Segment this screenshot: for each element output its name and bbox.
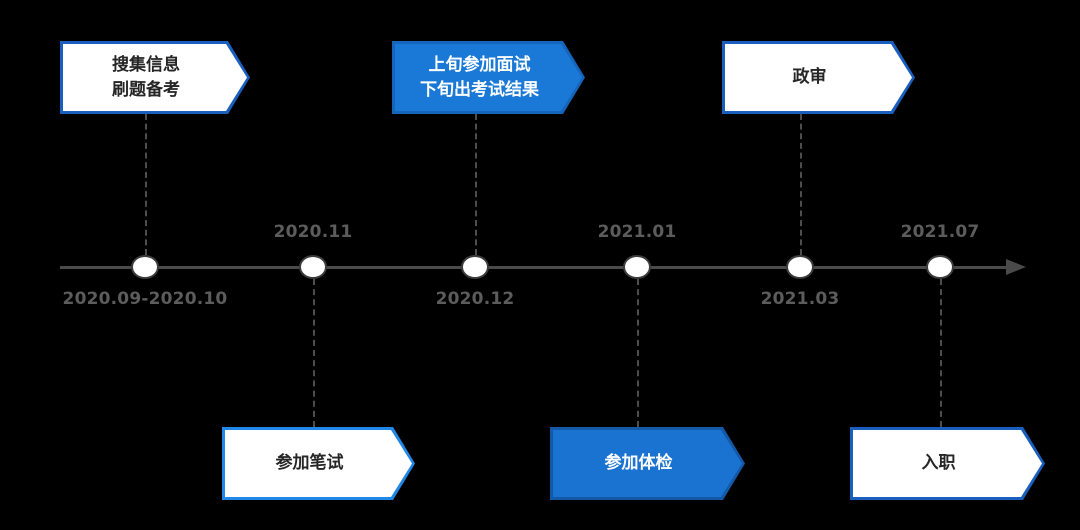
- connector-s1: [145, 114, 147, 255]
- process-step-label: 参加笔试: [275, 453, 344, 474]
- process-step-onboarding-inner: 入职: [853, 430, 1042, 497]
- arrow-right-icon: [1006, 259, 1026, 275]
- date-label-m4: 2021.01: [597, 222, 677, 242]
- connector-s5: [800, 114, 802, 255]
- date-label-m2: 2020.11: [273, 222, 353, 242]
- timeline-dot-m6[interactable]: [926, 255, 954, 279]
- connector-s4: [637, 279, 639, 427]
- process-step-search-info-inner: 搜集信息 刷题备考: [63, 44, 247, 111]
- process-step-label: 入职: [921, 453, 956, 474]
- process-step-label: 参加体检: [604, 453, 673, 474]
- connector-s2: [313, 279, 315, 427]
- process-step-written-exam-inner: 参加笔试: [225, 430, 412, 497]
- date-label-m1: 2020.09-2020.10: [62, 289, 228, 309]
- process-step-political-review-inner: 政审: [725, 44, 912, 111]
- timeline-dot-m4[interactable]: [623, 255, 651, 279]
- process-step-label: 政审: [792, 67, 827, 88]
- timeline-dot-m1[interactable]: [131, 255, 159, 279]
- date-label-m5: 2021.03: [760, 289, 840, 309]
- timeline-dot-m5[interactable]: [786, 255, 814, 279]
- process-step-search-info[interactable]: 搜集信息 刷题备考: [60, 41, 250, 114]
- timeline-dot-m2[interactable]: [299, 255, 327, 279]
- date-label-m3: 2020.12: [435, 289, 515, 309]
- process-step-medical-exam[interactable]: 参加体检: [550, 427, 745, 500]
- process-step-political-review[interactable]: 政审: [722, 41, 915, 114]
- process-step-label: 搜集信息 刷题备考: [112, 54, 180, 100]
- timeline-dot-m3[interactable]: [461, 255, 489, 279]
- process-step-interview-inner: 上旬参加面试 下旬出考试结果: [395, 44, 582, 111]
- process-step-written-exam[interactable]: 参加笔试: [222, 427, 415, 500]
- timeline-axis-line: [60, 266, 1012, 269]
- process-step-onboarding[interactable]: 入职: [850, 427, 1045, 500]
- process-step-interview[interactable]: 上旬参加面试 下旬出考试结果: [392, 41, 585, 114]
- connector-s3: [475, 114, 477, 255]
- connector-s6: [940, 279, 942, 427]
- process-step-medical-exam-inner: 参加体检: [553, 430, 742, 497]
- process-step-label: 上旬参加面试 下旬出考试结果: [420, 54, 539, 100]
- date-label-m6: 2021.07: [900, 222, 980, 242]
